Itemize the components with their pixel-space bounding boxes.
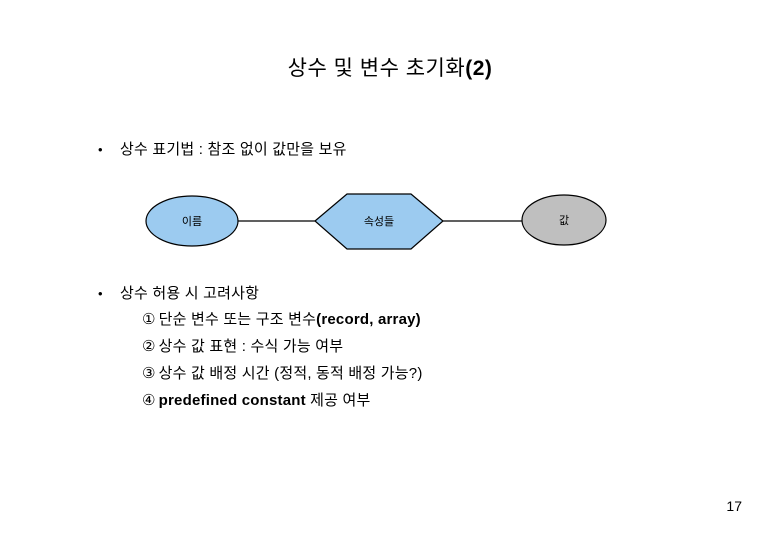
list-item-text-plain: 상수 값 배정 시간 (정적, 동적 배정 가능?): [158, 365, 423, 382]
bullet-item-1: • 상수 표기법 : 참조 없이 값만을 보유: [98, 140, 347, 160]
page-number: 17: [726, 498, 742, 514]
page-title: 상수 및 변수 초기화(2): [0, 56, 780, 82]
list-item-text-bold: (record, array): [316, 311, 421, 328]
bullet-marker-icon: •: [98, 286, 103, 301]
entity-diagram: 이름 속성들 값: [130, 185, 630, 265]
list-item-text-tail: 제공 여부: [305, 392, 371, 409]
bullet-marker-icon: •: [98, 142, 103, 157]
page-title-main: 상수 및 변수 초기화: [287, 57, 466, 80]
list-item-label: 상수 값 표현 : 수식 가능 여부: [159, 337, 344, 357]
list-item: ① 단순 변수 또는 구조 변수(record, array): [142, 310, 421, 330]
bullet-item-1-label: 상수 표기법 : 참조 없이 값만을 보유: [120, 141, 347, 158]
circled-number-icon: ②: [142, 338, 156, 355]
list-item-text-plain: 상수 값 표현 : 수식 가능 여부: [158, 338, 344, 355]
node-attributes-label: 속성들: [364, 215, 394, 228]
circled-number-icon: ①: [142, 311, 156, 328]
list-item: ③ 상수 값 배정 시간 (정적, 동적 배정 가능?): [142, 364, 423, 384]
circled-number-icon: ③: [142, 365, 156, 382]
list-item-text-plain: 단순 변수 또는 구조 변수: [158, 311, 317, 328]
list-item-label: 상수 값 배정 시간 (정적, 동적 배정 가능?): [159, 364, 423, 384]
page-title-suffix: (2): [465, 57, 493, 80]
node-value-label: 값: [559, 214, 569, 227]
list-item-text-bold: predefined constant: [158, 392, 306, 409]
bullet-item-2: • 상수 허용 시 고려사항: [98, 284, 259, 304]
list-item-label: 단순 변수 또는 구조 변수(record, array): [159, 310, 421, 330]
circled-number-icon: ④: [142, 392, 156, 409]
bullet-item-2-label: 상수 허용 시 고려사항: [120, 285, 260, 302]
node-name-label: 이름: [182, 215, 202, 228]
node-value-shape[interactable]: [521, 194, 607, 246]
list-item-label: predefined constant 제공 여부: [159, 391, 371, 411]
list-item: ② 상수 값 표현 : 수식 가능 여부: [142, 337, 343, 357]
list-item: ④ predefined constant 제공 여부: [142, 391, 371, 411]
node-attributes-shape[interactable]: [314, 193, 444, 250]
node-name-shape[interactable]: [145, 195, 239, 247]
